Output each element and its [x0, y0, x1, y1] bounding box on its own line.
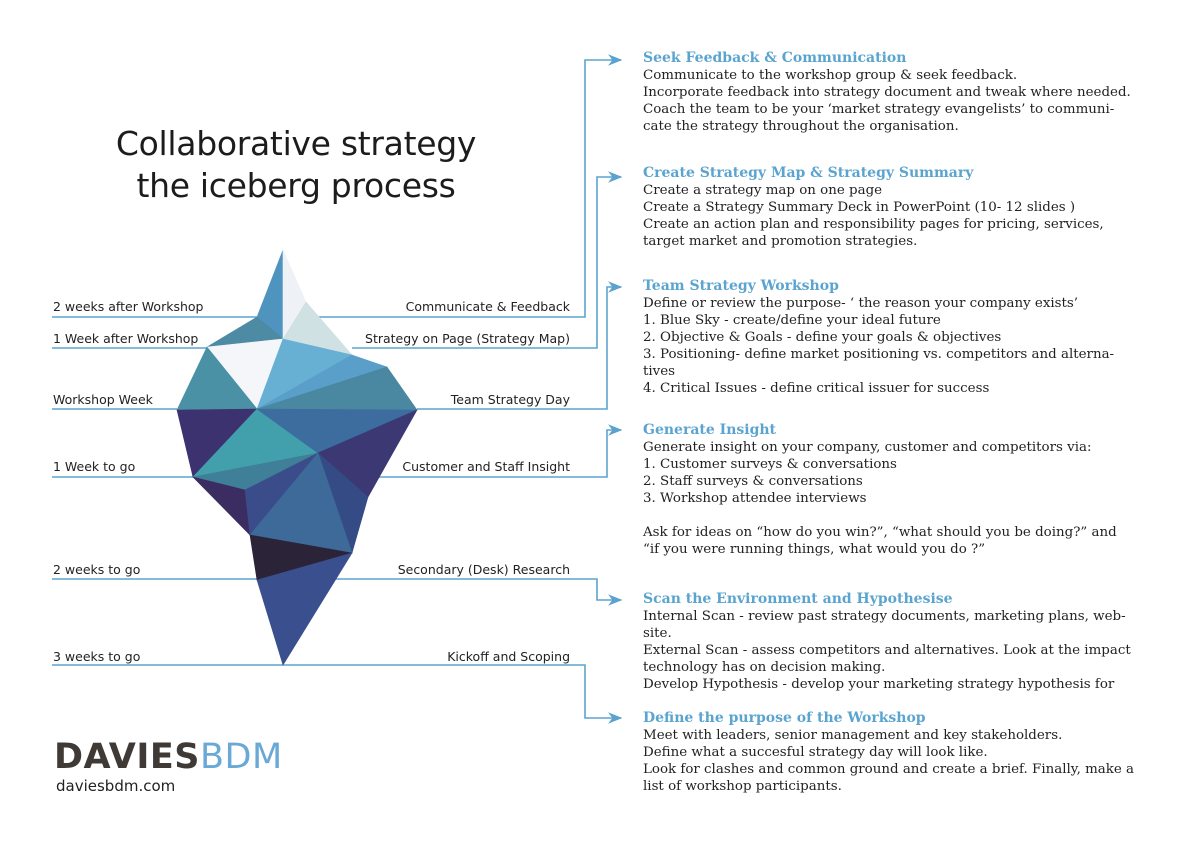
section-text-line: Meet with leaders, senior management and…	[643, 728, 1063, 743]
section-text-line: “if you were running things, what would …	[643, 542, 986, 557]
section-text-line: Internal Scan - review past strategy doc…	[643, 609, 1126, 624]
section-text-line: cate the strategy throughout the organis…	[643, 119, 959, 134]
section-text-line: Create a Strategy Summary Deck in PowerP…	[643, 200, 1076, 215]
daviesbdm-logo: DAVIESBDM	[54, 737, 283, 777]
section-text-line: Generate insight on your company, custom…	[643, 440, 1092, 455]
iceberg-facet	[256, 552, 353, 666]
section-text-line: Develop Hypothesis - develop your market…	[643, 677, 1115, 692]
timeline-left-label: 2 weeks after Workshop	[53, 299, 204, 314]
section-text-line: 3. Workshop attendee interviews	[643, 491, 867, 506]
connector-kickoff	[283, 664, 623, 724]
section-text-line: 2. Staff surveys & conversations	[643, 474, 863, 489]
section-text-line: External Scan - assess competitors and a…	[643, 643, 1131, 658]
section-text-line: Define what a succesful strategy day wil…	[643, 745, 988, 760]
section-text-line: 3. Positioning- define market positionin…	[643, 347, 1115, 362]
connector-research	[257, 578, 623, 606]
section-text-line: Coach the team to be your ‘market strate…	[643, 102, 1115, 117]
timeline-left-label: Workshop Week	[53, 392, 153, 407]
section-text-line: 2. Objective & Goals - define your goals…	[643, 330, 1002, 345]
section-heading: Create Strategy Map & Strategy Summary	[643, 165, 974, 181]
section-text-line: 1. Customer surveys & conversations	[643, 457, 897, 472]
section-heading: Generate Insight	[643, 422, 777, 438]
section-text-line: Create an action plan and responsibility…	[643, 217, 1104, 232]
section-text-line: 1. Blue Sky - create/define your ideal f…	[643, 313, 941, 328]
title-line-2: the iceberg process	[136, 166, 456, 205]
timeline-right-label: Customer and Staff Insight	[402, 459, 570, 474]
connector-strategy-map	[352, 171, 623, 349]
timeline-right-label: Communicate & Feedback	[405, 299, 570, 314]
section-text-line: Create a strategy map on one page	[643, 183, 883, 198]
section-text-line: tives	[643, 364, 676, 379]
logo-part-1: DAVIES	[54, 737, 200, 777]
timeline-right-label: Strategy on Page (Strategy Map)	[365, 331, 570, 346]
connector-communicate	[283, 54, 623, 318]
timeline-left-label: 1 Week after Workshop	[53, 331, 199, 346]
section-text-line: Incorporate feedback into strategy docum…	[643, 85, 1131, 100]
timeline-right-label: Secondary (Desk) Research	[397, 562, 570, 577]
logo-part-2: BDM	[200, 737, 283, 777]
section-text-line: target market and promotion strategies.	[643, 234, 918, 249]
section-text-line: Communicate to the workshop group & seek…	[643, 68, 1018, 83]
section-heading: Scan the Environment and Hypothesise	[643, 591, 953, 607]
section-text-line: 4. Critical Issues - define critical iss…	[643, 381, 990, 396]
timeline-left-label: 3 weeks to go	[53, 649, 141, 664]
section-text-line: list of workshop participants.	[643, 779, 842, 794]
section-heading: Seek Feedback & Communication	[643, 50, 907, 66]
timeline-left-label: 2 weeks to go	[53, 562, 141, 577]
section-text-line: Define or review the purpose- ‘ the reas…	[643, 296, 1079, 311]
timeline-right-label: Team Strategy Day	[450, 392, 570, 407]
section-text-line: Look for clashes and common ground and c…	[643, 762, 1135, 777]
section-heading: Define the purpose of the Workshop	[643, 710, 926, 726]
connector-team-day	[417, 281, 623, 410]
section-text-line	[643, 507, 1149, 524]
section-text-line: site.	[643, 626, 672, 641]
title-line-1: Collaborative strategy	[115, 124, 477, 163]
connector-insight	[368, 424, 623, 478]
timeline-right-label: Kickoff and Scoping	[447, 649, 570, 664]
section-text-line: Ask for ideas on “how do you win?”, “wha…	[643, 525, 1117, 540]
section-heading: Team Strategy Workshop	[643, 278, 839, 294]
website-url: daviesbdm.com	[56, 777, 176, 795]
timeline-left-label: 1 Week to go	[53, 459, 136, 474]
section-text-line: technology has on decision making.	[643, 660, 886, 675]
